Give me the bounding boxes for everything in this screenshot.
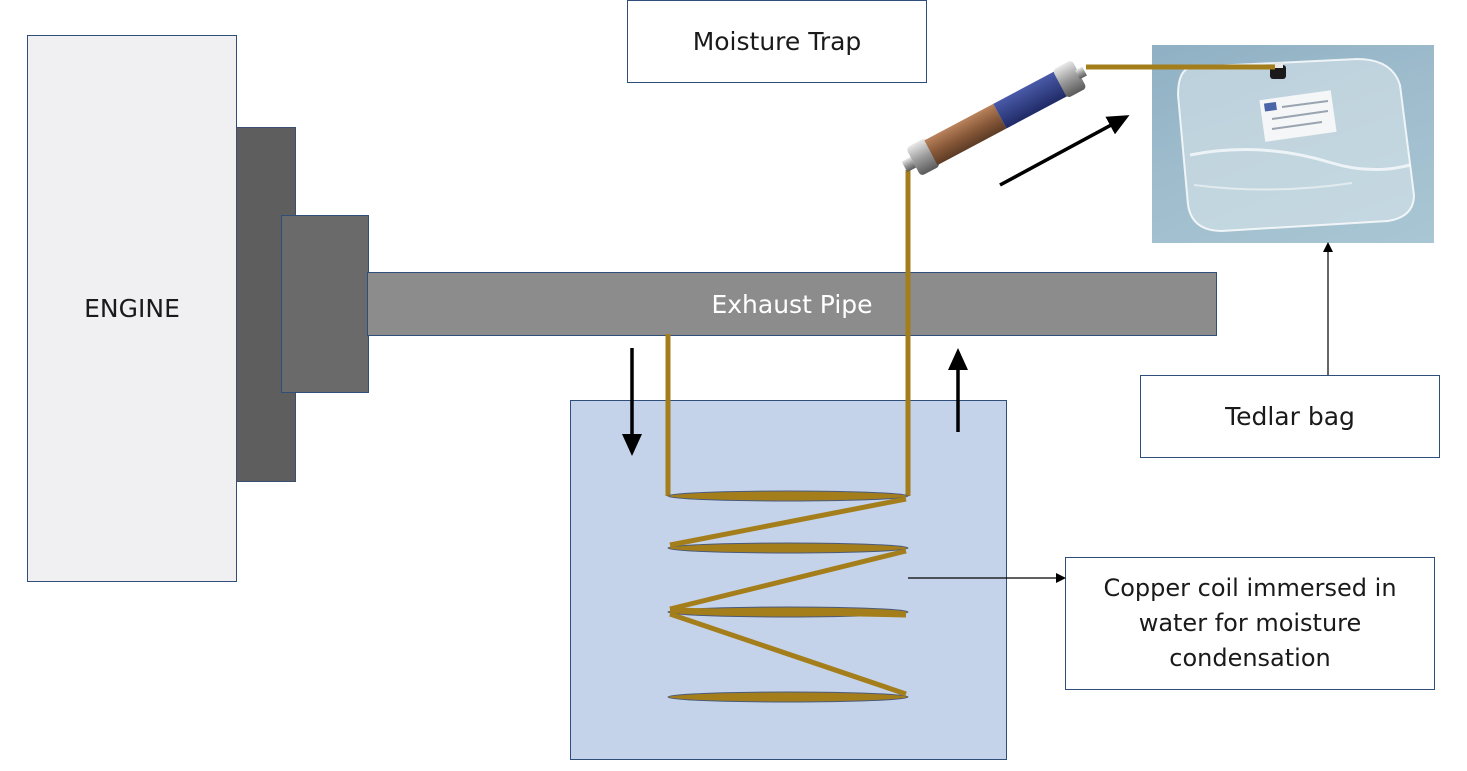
tedlar-bag-label: Tedlar bag bbox=[1140, 375, 1440, 458]
engine-block: ENGINE bbox=[27, 35, 237, 582]
engine-label: ENGINE bbox=[84, 294, 180, 323]
engine-flange-inner bbox=[281, 215, 369, 393]
copper-coil-diagonals bbox=[669, 496, 907, 697]
arrow-to-bag-icon bbox=[999, 115, 1130, 187]
moisture-trap-label: Moisture Trap bbox=[627, 0, 927, 83]
moisture-trap-text: Moisture Trap bbox=[692, 27, 862, 56]
copper-coil-label: Copper coil immersed in water for moistu… bbox=[1065, 557, 1435, 690]
copper-coil-text: Copper coil immersed in water for moistu… bbox=[1103, 574, 1397, 672]
exhaust-pipe: Exhaust Pipe bbox=[367, 272, 1217, 336]
moisture-trap-cylinder bbox=[901, 61, 1087, 175]
tedlar-bag-text: Tedlar bag bbox=[1225, 402, 1355, 431]
tedlar-bag-photo bbox=[1152, 45, 1434, 243]
exhaust-pipe-label: Exhaust Pipe bbox=[711, 289, 873, 319]
copper-coil bbox=[667, 490, 909, 703]
